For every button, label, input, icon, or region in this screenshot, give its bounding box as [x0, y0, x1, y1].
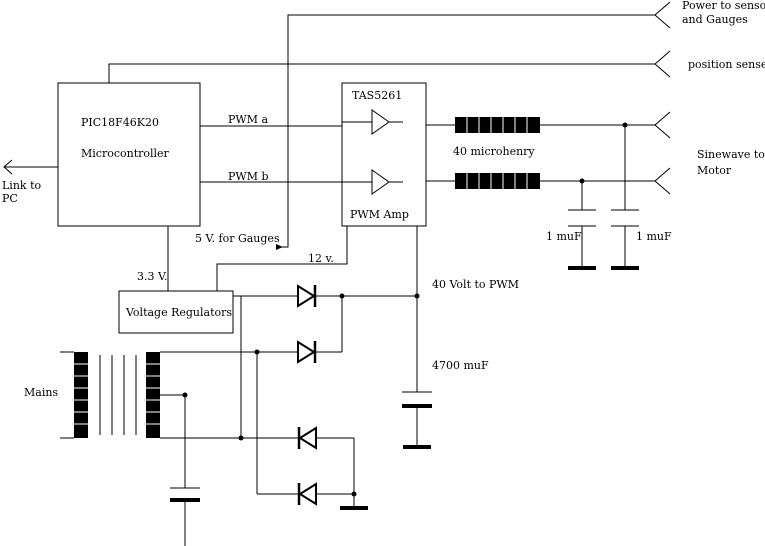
bulk-capacitor-icon	[402, 391, 432, 408]
mcu-part-label: PIC18F46K20	[81, 116, 159, 129]
capacitor-icon	[568, 209, 596, 227]
link-to-label: Link to	[2, 179, 41, 192]
gauge-arrow-icon	[276, 244, 283, 250]
pc-label: PC	[2, 192, 18, 205]
capacitor-icon	[170, 487, 200, 502]
diode-icon	[290, 284, 317, 308]
motor-label: Motor	[697, 164, 732, 177]
inductor-icon	[455, 173, 540, 189]
link-arrow-icon	[3, 159, 13, 175]
capacitor-icon	[611, 209, 639, 227]
bulk-cap-label: 4700 muF	[432, 359, 489, 372]
ground-icon	[340, 266, 639, 510]
junction-dots	[182, 122, 628, 497]
wires	[4, 14, 655, 546]
twelve-volt-label: 12 v.	[308, 252, 334, 265]
diode-icon	[290, 482, 317, 506]
amplifier-triangle-icon	[362, 169, 390, 195]
mains-label: Mains	[24, 386, 58, 399]
diode-icon	[290, 426, 317, 450]
forty-volt-label: 40 Volt to PWM	[432, 278, 519, 291]
terminal-icon	[654, 50, 671, 78]
position-sense-label: position sense	[688, 58, 765, 71]
inductor-label: 40 microhenry	[453, 145, 535, 158]
regulators-label: Voltage Regulators	[125, 306, 232, 319]
five-volt-label: 5 V. for Gauges	[195, 232, 280, 245]
mcu-name-label: Microcontroller	[81, 147, 170, 160]
diode-icon	[290, 340, 317, 364]
cap2-label: 1 muF	[636, 230, 672, 243]
amplifier-triangle-icon	[362, 109, 390, 135]
transformer-icon	[60, 351, 160, 439]
three-volt-label: 3.3 V.	[137, 270, 168, 283]
power-sensor-label: Power to sensor	[682, 0, 765, 12]
sinewave-label: Sinewave to	[697, 148, 765, 161]
microcontroller-block	[57, 82, 201, 227]
inductor-icon	[455, 117, 540, 133]
terminal-icon	[654, 111, 671, 139]
pwm-a-label: PWM a	[228, 113, 268, 126]
pwm-b-label: PWM b	[228, 170, 269, 183]
pwm-amp-block	[341, 82, 427, 227]
output-terminals	[654, 1, 671, 195]
position-sense-wire	[108, 63, 655, 83]
terminal-icon	[654, 167, 671, 195]
amp-name-label: PWM Amp	[350, 208, 409, 221]
and-gauges-label: and Gauges	[682, 13, 748, 26]
terminal-icon	[654, 1, 671, 29]
amp-part-label: TAS5261	[352, 89, 402, 102]
voltage-regulators-block	[118, 290, 234, 334]
cap1-label: 1 muF	[546, 230, 582, 243]
